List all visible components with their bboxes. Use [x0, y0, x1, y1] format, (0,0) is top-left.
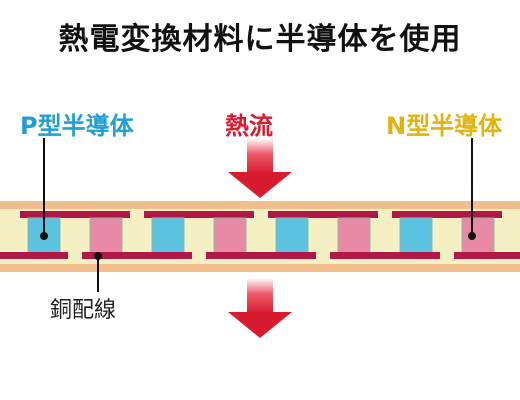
copper-electrode-bottom — [82, 252, 192, 259]
n-type-block — [151, 217, 185, 253]
copper-top-group — [20, 211, 502, 218]
page-title: 熱電変換材料に半導体を使用 — [58, 22, 462, 57]
copper-electrode-bottom — [454, 252, 520, 259]
copper-electrode-bottom — [206, 252, 316, 259]
heat-arrow-top — [228, 138, 292, 198]
copper-bottom-group — [0, 252, 520, 259]
copper-electrode-bottom — [330, 252, 440, 259]
copper-electrode-top — [392, 211, 502, 218]
n-type-label: N型半導体 — [386, 112, 503, 140]
p-type-label: P型半導体 — [20, 112, 134, 140]
top-plate — [0, 201, 520, 209]
heat-arrow-bottom — [228, 278, 292, 338]
p-type-block — [461, 217, 495, 253]
p-type-leader — [40, 138, 48, 240]
copper-wiring-leader — [94, 252, 102, 292]
n-type-block — [275, 217, 309, 253]
copper-electrode-top — [144, 211, 254, 218]
n-type-leader — [468, 138, 476, 240]
p-type-block — [337, 217, 371, 253]
p-type-block — [89, 217, 123, 253]
copper-electrode-top — [20, 211, 130, 218]
semiconductor-legs — [27, 217, 495, 253]
p-type-block — [213, 217, 247, 253]
bottom-plate — [0, 264, 520, 272]
copper-electrode-top — [268, 211, 378, 218]
copper-electrode-bottom — [0, 252, 68, 259]
heat-flow-label: 熱流 — [225, 112, 273, 140]
n-type-block — [399, 217, 433, 253]
copper-wiring-label: 銅配線 — [50, 298, 117, 323]
